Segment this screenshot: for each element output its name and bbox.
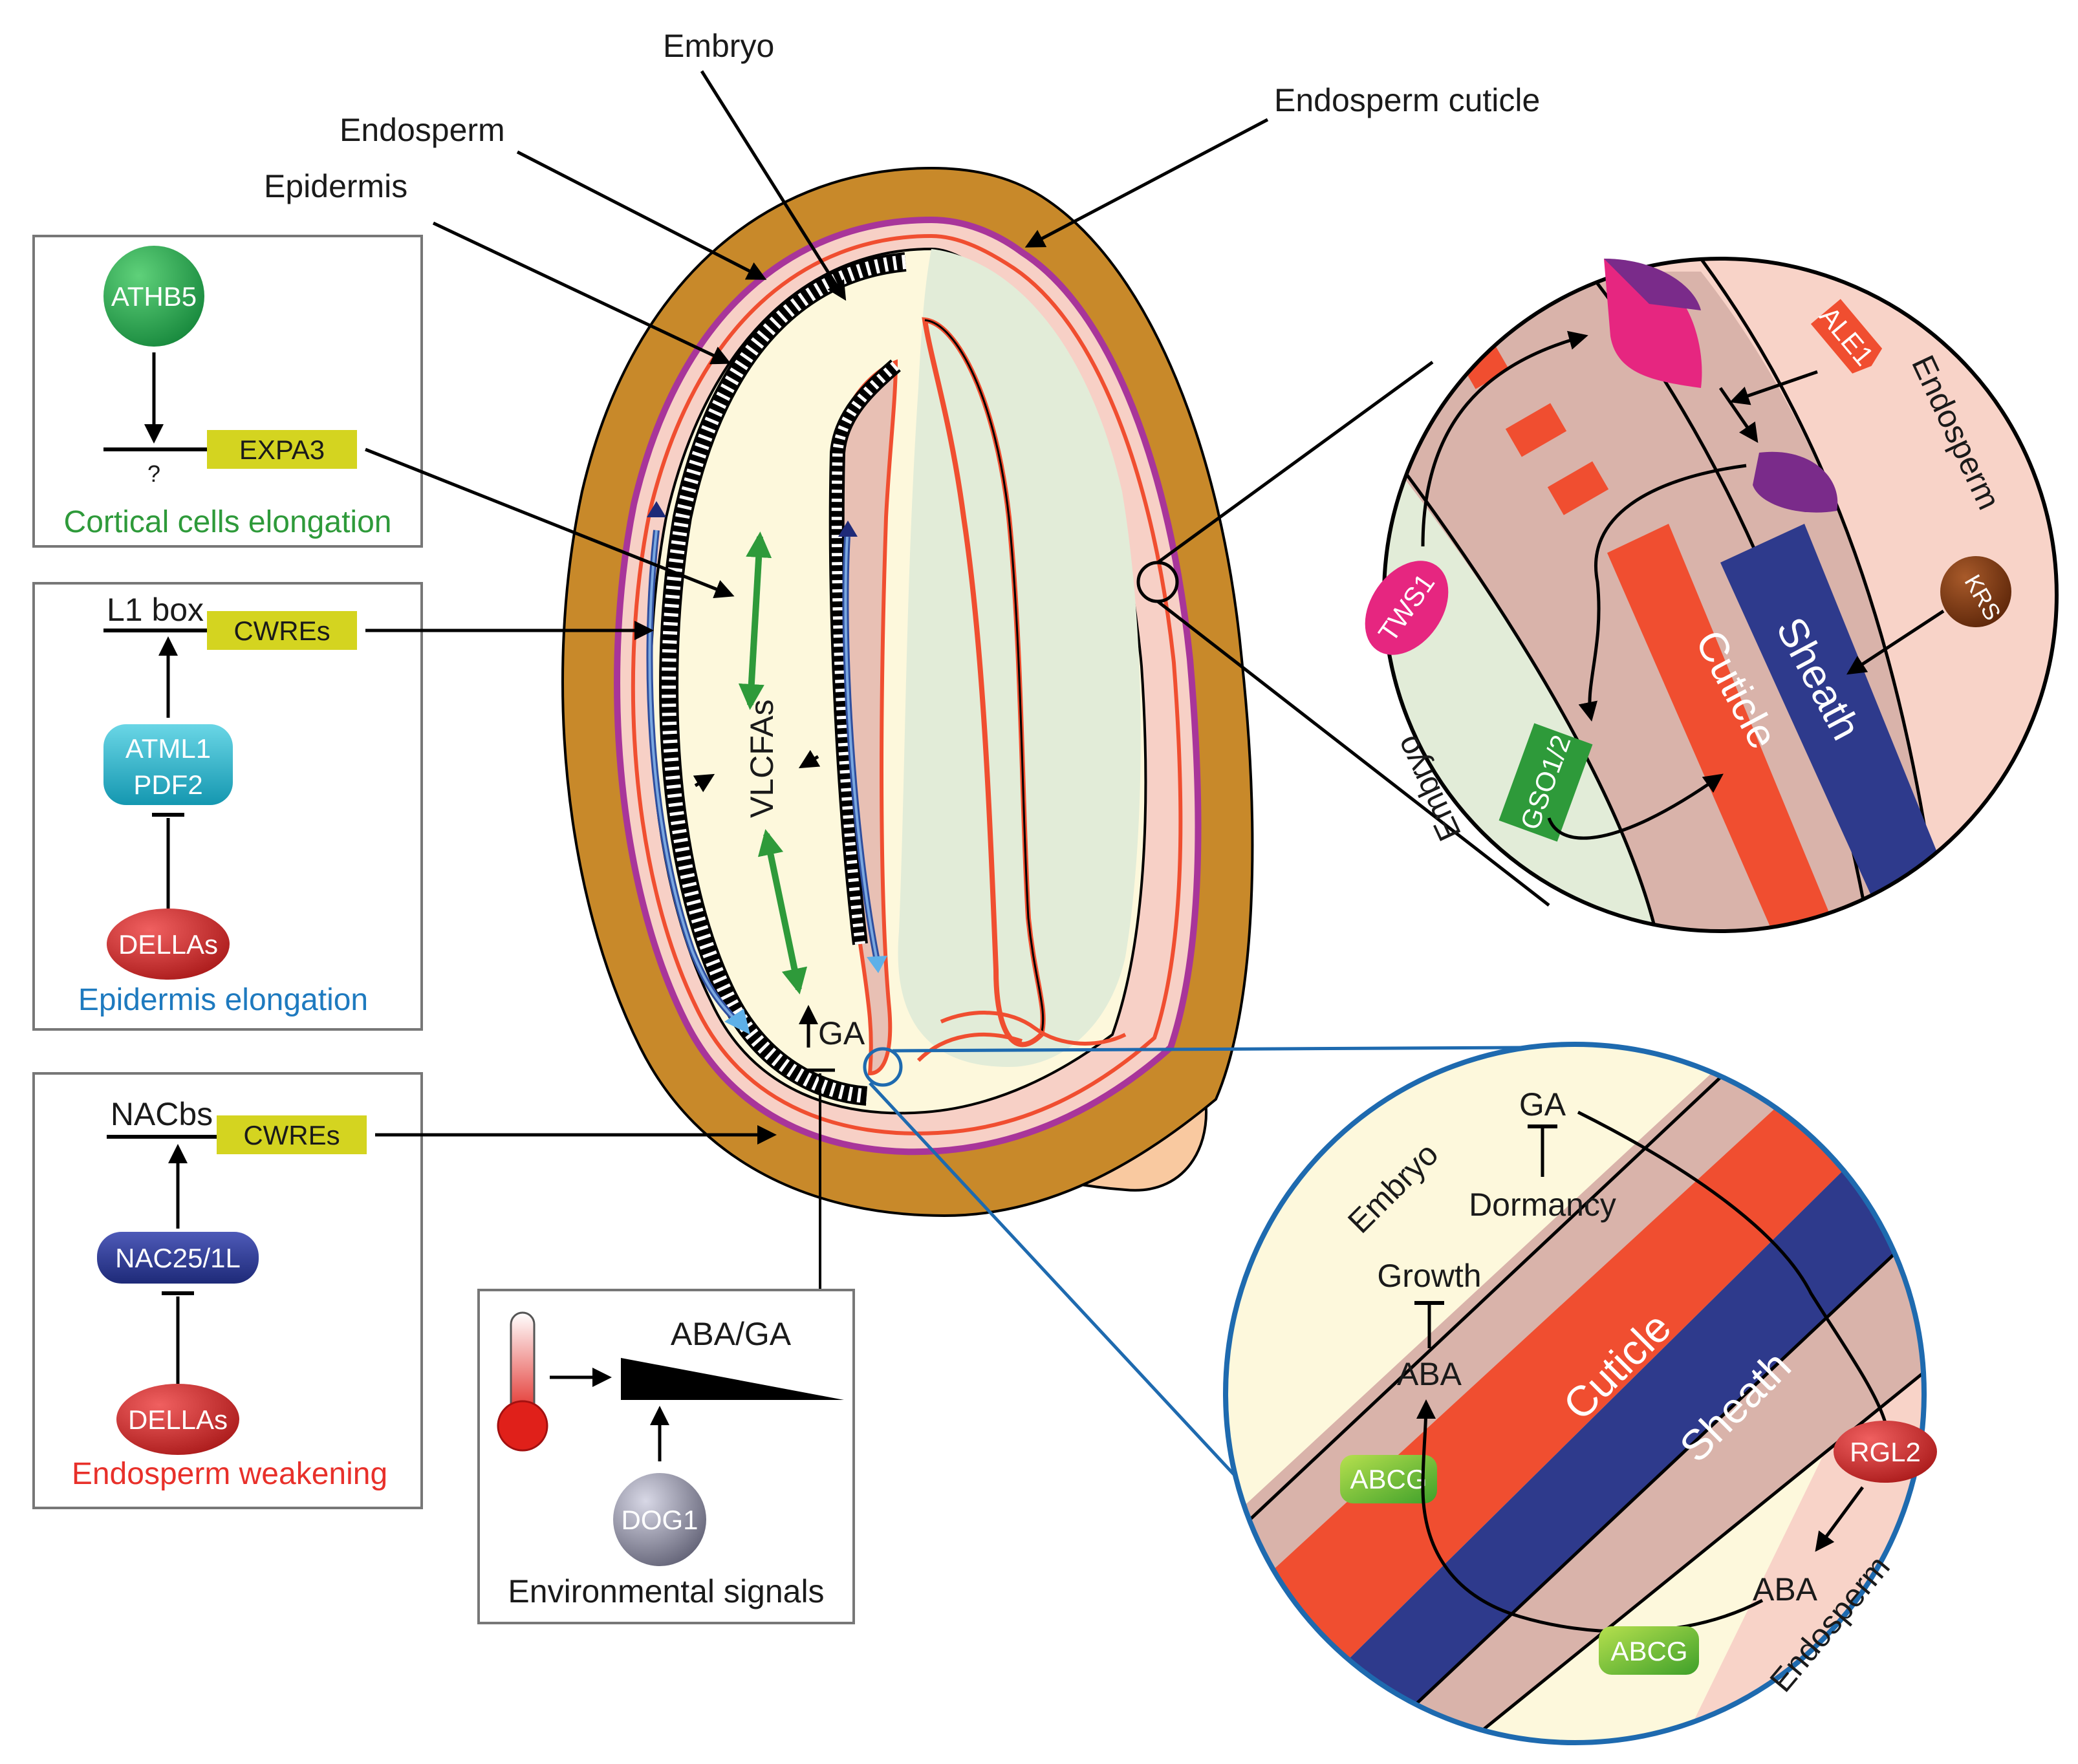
aba-ga-ratio-label: ABA/GA — [671, 1316, 792, 1352]
tws1-protein-top — [1604, 259, 1702, 388]
expa3-box — [207, 430, 357, 469]
label-endosperm-top: Endosperm — [340, 112, 505, 148]
l1box-label: L1 box — [107, 592, 204, 628]
dellas-node-2 — [107, 909, 230, 980]
athb5-label: ATHB5 — [111, 281, 197, 312]
nac-node — [97, 1232, 259, 1284]
dellas-label-2: DELLAs — [118, 929, 218, 960]
bottom-cuticle-band — [1226, 1099, 1850, 1714]
box1-title: Cortical cells elongation — [64, 505, 392, 539]
top-cuticle-band — [1607, 524, 1837, 931]
krs-node — [1940, 556, 2011, 627]
aba-ga-wedge — [621, 1358, 844, 1400]
dog1-node — [613, 1473, 706, 1566]
atml1-pdf2-node — [103, 724, 233, 805]
nacbs-label: NACbs — [111, 1096, 213, 1132]
label-ga-seed: GA — [818, 1015, 865, 1051]
box2-title: Epidermis elongation — [78, 983, 368, 1017]
abcg-node-1 — [1340, 1455, 1437, 1503]
box-epidermis-elongation: L1 box CWREs ATML1 PDF2 DELLAs Epidermis… — [32, 582, 423, 1031]
pdf2-label: PDF2 — [133, 769, 202, 800]
box-cortical-elongation: ATHB5 ? EXPA3 Cortical cells elongation — [32, 235, 423, 548]
cwres-box-2 — [207, 611, 357, 650]
dellas-node-3 — [116, 1384, 239, 1455]
rgl2-label: RGL2 — [1850, 1437, 1921, 1467]
label-embryo-top: Embryo — [663, 28, 774, 64]
rgl2-node — [1834, 1421, 1937, 1483]
cwres-box-3 — [217, 1115, 367, 1154]
top-sheath-band — [1720, 524, 1940, 905]
cwres-label-3: CWREs — [243, 1120, 340, 1150]
cwres-label-2: CWREs — [233, 616, 330, 646]
box-environmental-signals: ABA/GA DOG1 Environmental signals — [477, 1289, 855, 1624]
zoom-bottom-aba2: ABA — [1753, 1571, 1818, 1608]
atml1-label: ATML1 — [125, 733, 211, 764]
dellas-label-3: DELLAs — [128, 1404, 228, 1435]
env-title: Environmental signals — [508, 1573, 824, 1609]
dog1-label: DOG1 — [621, 1505, 698, 1535]
box-endosperm-weakening: NACbs CWREs NAC25/1L DELLAs Endosperm we… — [32, 1072, 423, 1509]
zoom-bottom-growth: Growth — [1377, 1258, 1481, 1294]
tws1-node: TWS1 — [1365, 561, 1449, 655]
abcg-label-2: ABCG — [1610, 1636, 1687, 1666]
nac-label: NAC25/1L — [115, 1243, 241, 1273]
abcg-label-1: ABCG — [1350, 1464, 1427, 1494]
tws1-protein-mid — [1753, 451, 1838, 513]
athb5-node — [103, 246, 204, 347]
label-epidermis-top: Epidermis — [264, 168, 407, 204]
label-endosperm-cuticle: Endosperm cuticle — [1274, 82, 1540, 118]
thermometer-icon — [497, 1311, 548, 1452]
zoom-top: ALE1 Endosperm KRS TWS1 Embryo GSO1/2 Cu… — [1136, 257, 2059, 933]
zoom-bottom: Embryo GA Dormancy Growth ABA ABCG Cutic… — [863, 1042, 1937, 1745]
bottom-sheath-band — [1293, 1164, 1914, 1743]
cortical-elongation-arrows — [693, 532, 821, 995]
label-vlcfas: VLCFAs — [744, 700, 780, 818]
zoom-bottom-aba1: ABA — [1397, 1356, 1462, 1392]
zoom-bottom-dormancy: Dormancy — [1469, 1187, 1616, 1223]
seed — [561, 166, 1254, 1218]
abcg-node-2 — [1599, 1626, 1699, 1675]
unknown-label: ? — [147, 460, 160, 487]
zoom-bottom-ga: GA — [1519, 1086, 1566, 1123]
box3-title: Endosperm weakening — [72, 1457, 387, 1491]
expa3-label: EXPA3 — [239, 435, 325, 465]
